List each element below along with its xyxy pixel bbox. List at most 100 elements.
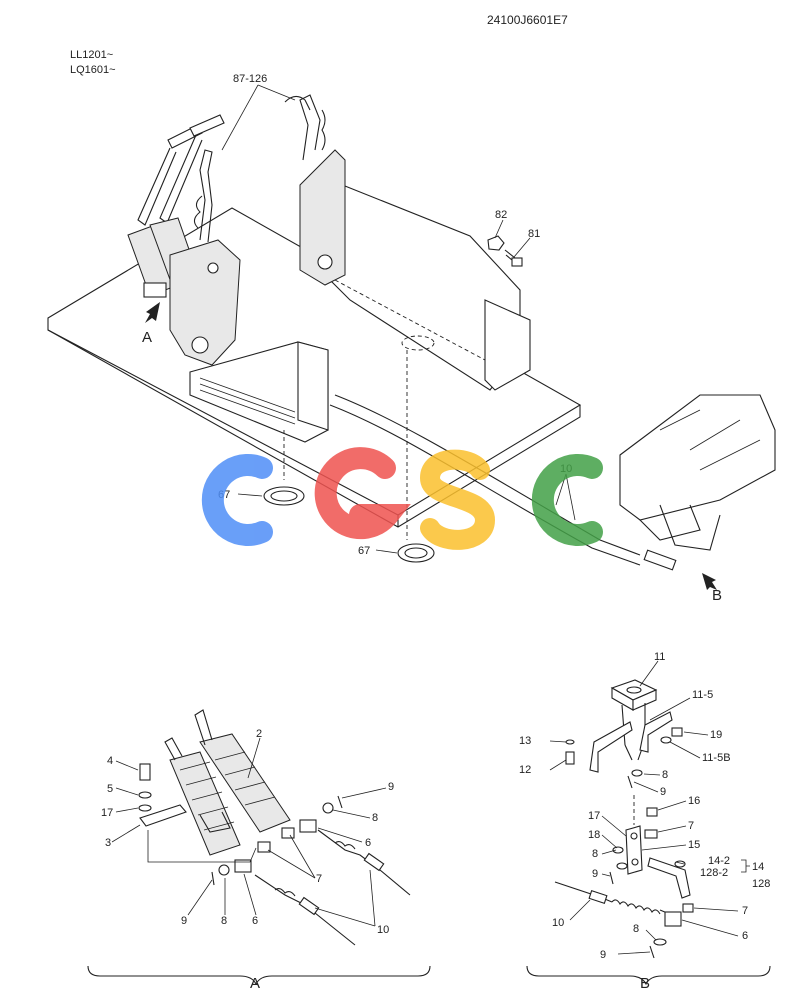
callout-a-3: 3 [105, 837, 111, 849]
detail-b-brace [526, 965, 771, 986]
pin-9-left [211, 871, 215, 886]
right-lever-bracket [299, 149, 346, 286]
left-lever-tower [169, 239, 241, 366]
clevis-6-left [234, 859, 252, 873]
clevis-6-b [664, 911, 682, 927]
callout-b-17: 17 [588, 810, 600, 822]
callout-b-11-5b: 11-5B [702, 752, 731, 764]
nut-8-left [218, 864, 230, 876]
callout-b-7-upper: 7 [688, 820, 694, 832]
callout-a-17: 17 [101, 807, 113, 819]
callout-b-9-bottom: 9 [600, 949, 606, 961]
bracket-3 [139, 804, 187, 827]
washer-11-5b [660, 736, 672, 744]
callout-b-13: 13 [519, 735, 531, 747]
callout-b-14-2: 14-2 [708, 855, 730, 867]
cable-10-right [317, 829, 411, 896]
control-valve [619, 394, 776, 521]
watermark-letter-g [314, 447, 411, 540]
callout-b-14: 14 [752, 861, 764, 873]
callout-b-128: 128 [752, 878, 770, 890]
washer-17 [138, 804, 152, 812]
clevis-6-right [299, 819, 317, 833]
pin-7-lower [682, 903, 694, 913]
watermark-letter-s [419, 449, 496, 550]
floor-opening [401, 335, 435, 351]
callout-b-11: 11 [654, 651, 665, 663]
callout-b-19: 19 [710, 729, 722, 741]
serial-2: LQ1601~ [70, 64, 116, 76]
callout-a-9-left: 9 [181, 915, 187, 927]
callout-b-8-mid: 8 [592, 848, 598, 860]
bolt-16 [646, 807, 658, 817]
callout-b-128-2: 128-2 [700, 867, 728, 879]
nut-82 [487, 235, 505, 251]
detail-b-title: B [640, 975, 650, 992]
main-assembly [47, 84, 776, 590]
pin-7-a [281, 827, 295, 839]
callout-a-5: 5 [107, 783, 113, 795]
callout-a-9-right: 9 [388, 781, 394, 793]
callout-b-6: 6 [742, 930, 748, 942]
bracket-11-5 [589, 721, 633, 773]
callout-b-8-bottom: 8 [633, 923, 639, 935]
arrow-a-icon [145, 302, 160, 323]
nut-8-top [631, 769, 643, 777]
bracket-14 [647, 857, 691, 899]
bolt-4 [139, 763, 151, 781]
watermark-letter-c1 [201, 454, 273, 546]
callout-a-2: 2 [256, 728, 262, 740]
callout-b-8-top: 8 [662, 769, 668, 781]
pedal-pad-right [199, 733, 291, 833]
callout-b-12: 12 [519, 764, 531, 776]
callout-b-16: 16 [688, 795, 700, 807]
serial-1: LL1201~ [70, 49, 113, 61]
bolt-12 [565, 751, 575, 765]
callout-a-6-right: 6 [365, 837, 371, 849]
callout-b-11-5: 11-5 [692, 689, 713, 701]
callout-a-6-left: 6 [252, 915, 258, 927]
pin-9-top [627, 775, 633, 789]
callout-b-15: 15 [688, 839, 700, 851]
callout-b-7-lower: 7 [742, 905, 748, 917]
detail-b [526, 660, 771, 986]
callout-b-9-top: 9 [660, 786, 666, 798]
nut-8-right [322, 802, 334, 814]
callout-a-4: 4 [107, 755, 113, 767]
callout-b-9-mid: 9 [592, 868, 598, 880]
watermark-logo [201, 447, 603, 550]
callout-a-8-right: 8 [372, 812, 378, 824]
drawing-number: 24100J6601E7 [487, 13, 568, 27]
view-marker-b: B [712, 587, 722, 604]
pin-9-mid [609, 871, 614, 885]
callout-a-8-left: 8 [221, 915, 227, 927]
pin-9-bottom [649, 945, 655, 959]
callout-67-bottom: 67 [358, 545, 370, 557]
view-marker-a: A [142, 329, 152, 346]
pin-7-upper [644, 829, 658, 839]
nut-8-bottom [653, 938, 667, 946]
pin-9-right [337, 795, 343, 809]
callout-82: 82 [495, 209, 507, 221]
pin-13 [565, 739, 575, 745]
cable-10-left [254, 874, 356, 946]
detail-a-title: A [250, 975, 260, 992]
washer-5 [138, 791, 152, 799]
callout-b-18: 18 [588, 829, 600, 841]
callout-a-7: 7 [316, 873, 322, 885]
detail-a [87, 709, 431, 986]
callout-87-126: 87-126 [233, 73, 267, 85]
grommet-67-left [263, 486, 305, 506]
grommet-67-bottom [397, 543, 435, 563]
callout-b-10: 10 [552, 917, 564, 929]
callout-a-10: 10 [377, 924, 389, 936]
bolt-19 [671, 727, 683, 737]
watermark-letter-c2 [531, 454, 603, 546]
callout-81: 81 [528, 228, 540, 240]
arrow-b-icon [702, 573, 717, 590]
detail-a-brace [87, 965, 431, 986]
pin-7-b [257, 841, 271, 853]
nut-8-mid [612, 846, 624, 854]
